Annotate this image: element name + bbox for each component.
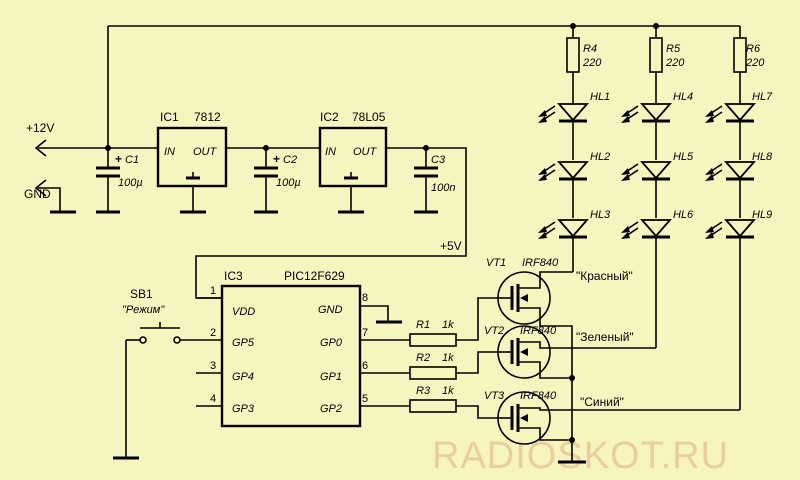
r3-ref: R3 [416, 385, 431, 397]
c1-plus: + [115, 152, 122, 166]
gate-resistor-r1 [409, 297, 500, 347]
ic1-out: OUT [193, 146, 218, 158]
r4-value: 220 [582, 57, 602, 69]
vt2-part: IRF840 [520, 325, 557, 337]
microcontroller-ic3 [180, 284, 410, 428]
ic2-out: OUT [353, 146, 378, 158]
watermark: RADIOSKOT.RU [432, 435, 729, 477]
ic3-pin3-num: 3 [210, 360, 216, 372]
gnd-terminal [34, 179, 76, 214]
mosfet-vt2 [497, 325, 656, 381]
ic3-pin6-num: 6 [362, 360, 368, 372]
hl1-ref: HL1 [590, 91, 610, 103]
plus12-bus [34, 23, 740, 157]
ic2-in: IN [325, 146, 336, 158]
mode-button-sb1[interactable] [113, 322, 181, 460]
mosfet-vt1 [497, 271, 573, 462]
led-hl3 [538, 219, 589, 272]
r4-ref: R4 [583, 43, 597, 55]
ic3-pin2-num: 2 [210, 327, 216, 339]
r6-ref: R6 [746, 43, 761, 55]
led-hl8 [705, 161, 756, 218]
vt3-part: IRF840 [520, 390, 557, 402]
regulator-ic1 [156, 126, 320, 214]
gate-resistor-r3 [409, 399, 500, 419]
led-hl1 [538, 100, 589, 160]
ic3-pin5-num: 5 [362, 393, 368, 405]
ic3-pin3-name: GP4 [232, 371, 254, 383]
vt2-channel: "Зеленый" [576, 330, 634, 344]
led-hl2 [538, 161, 589, 218]
ic3-pin8-name: GND [318, 304, 343, 316]
r5-value: 220 [665, 57, 685, 69]
c1-ref: C1 [125, 154, 139, 166]
r2-value: 1k [442, 352, 454, 364]
ic3-ref: IC3 [224, 269, 243, 283]
ic3-pin2-name: GP5 [232, 337, 255, 349]
ic3-pin1-num: 1 [210, 285, 216, 297]
r6-value: 220 [745, 57, 765, 69]
led-resistor-r5 [649, 26, 663, 100]
c3-value: 100n [431, 182, 455, 194]
ic3-pin4-name: GP3 [232, 403, 255, 415]
led-resistor-r4 [566, 26, 580, 100]
ic3-part: PIC12F629 [284, 269, 345, 283]
gate-resistor-r2 [409, 351, 500, 380]
mosfet-vt3 [497, 391, 740, 464]
r2-ref: R2 [416, 352, 430, 364]
led-hl5 [621, 161, 672, 218]
ic1-in: IN [164, 146, 175, 158]
ic2-part: 78L05 [352, 110, 386, 124]
c2-ref: C2 [283, 154, 297, 166]
capacitor-c2 [254, 148, 278, 214]
r1-ref: R1 [416, 319, 430, 331]
ic3-pin1-name: VDD [232, 306, 255, 318]
r1-value: 1k [442, 319, 454, 331]
hl5-ref: HL5 [673, 151, 694, 163]
ic1-part: 7812 [194, 110, 221, 124]
hl3-ref: HL3 [590, 209, 611, 221]
hl8-ref: HL8 [752, 151, 773, 163]
hl6-ref: HL6 [673, 209, 694, 221]
r5-ref: R5 [666, 43, 681, 55]
ic3-pin8-num: 8 [362, 292, 368, 304]
plus5-label: +5V [440, 239, 462, 253]
hl9-ref: HL9 [752, 209, 772, 221]
hl2-ref: HL2 [590, 151, 610, 163]
ic3-pin7-num: 7 [362, 327, 368, 339]
vt1-part: IRF840 [522, 257, 559, 269]
sb1-label: "Режим" [122, 304, 165, 316]
capacitor-c3 [414, 148, 438, 214]
c2-value: 100µ [276, 177, 301, 189]
ic1-ref: IC1 [160, 110, 179, 124]
gnd-label: GND [24, 187, 51, 201]
led-hl6 [621, 219, 672, 348]
led-hl9 [705, 219, 756, 410]
hl7-ref: HL7 [752, 91, 773, 103]
led-hl7 [705, 100, 756, 160]
r3-value: 1k [442, 385, 454, 397]
vt1-channel: "Красный" [576, 269, 633, 283]
c3-ref: C3 [431, 154, 446, 166]
ic3-pin7-name: GP0 [320, 337, 343, 349]
led-hl4 [621, 100, 672, 160]
ic3-pin4-num: 4 [210, 393, 216, 405]
sb1-ref: SB1 [130, 287, 153, 301]
ic2-ref: IC2 [320, 110, 339, 124]
vt2-ref: VT2 [484, 325, 504, 337]
ic3-pin6-name: GP1 [320, 371, 342, 383]
c2-plus: + [273, 152, 280, 166]
capacitor-c1 [96, 148, 120, 214]
vt3-channel: "Синий" [580, 395, 624, 409]
plus12-label: +12V [26, 121, 54, 135]
vt1-ref: VT1 [486, 257, 506, 269]
c1-value: 100µ [118, 177, 143, 189]
hl4-ref: HL4 [673, 91, 693, 103]
led-resistor-r6 [733, 26, 747, 100]
vt3-ref: VT3 [484, 390, 505, 402]
ic3-pin5-name: GP2 [320, 403, 342, 415]
